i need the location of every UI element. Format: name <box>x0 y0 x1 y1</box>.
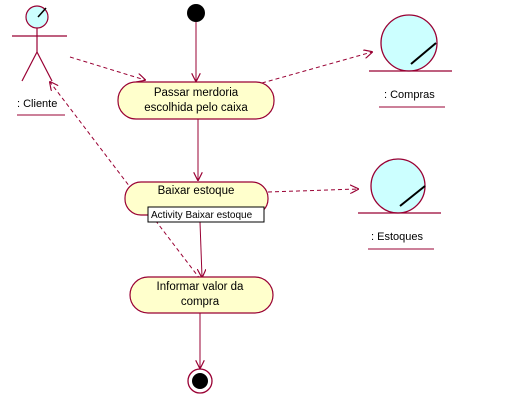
activity-informar-shape <box>129 276 274 314</box>
activity-passar-line2: escolhida pelo caixa <box>144 102 248 114</box>
final-node[interactable] <box>187 368 213 394</box>
dependency-cliente-to-passar[interactable] <box>69 56 145 80</box>
flow-baixar-to-informar[interactable] <box>200 221 202 277</box>
final-node-core <box>192 373 208 389</box>
activity-informar-line2: compra <box>181 296 220 308</box>
initial-node[interactable] <box>187 4 205 22</box>
object-estoques-label: : Estoques <box>371 231 423 243</box>
actor-left-leg <box>21 51 38 82</box>
entity-icon <box>370 158 426 214</box>
dependency-baixar-to-estoques[interactable] <box>267 189 358 192</box>
object-compras-label: : Compras <box>384 89 435 101</box>
entity-icon <box>380 14 438 72</box>
object-estoques[interactable]: : Estoques <box>358 158 441 250</box>
dependency-passar-to-compras[interactable] <box>261 52 372 84</box>
activity-informar-valor[interactable]: Informar valor da compra <box>129 276 274 314</box>
object-compras[interactable]: : Compras <box>369 14 452 108</box>
entity-icon-mark <box>399 185 426 207</box>
entity-icon-mark <box>410 42 437 65</box>
activity-informar-line1: Informar valor da <box>157 281 245 293</box>
tooltip-box <box>147 206 265 223</box>
activity-passar-line1: Passar merdoria <box>154 87 239 99</box>
activity-passar-merdoria[interactable]: Passar merdoria escolhida pelo caixa <box>117 81 275 120</box>
actor-cliente[interactable]: : Cliente <box>12 5 67 116</box>
activity-tooltip: Activity Baixar estoque <box>147 206 265 223</box>
tooltip-label: Activity Baixar estoque <box>151 210 253 221</box>
actor-label: : Cliente <box>17 98 57 110</box>
actor-right-leg <box>36 51 53 82</box>
activity-baixar-label: Baixar estoque <box>158 185 235 197</box>
activity-passar-shape <box>117 81 275 120</box>
